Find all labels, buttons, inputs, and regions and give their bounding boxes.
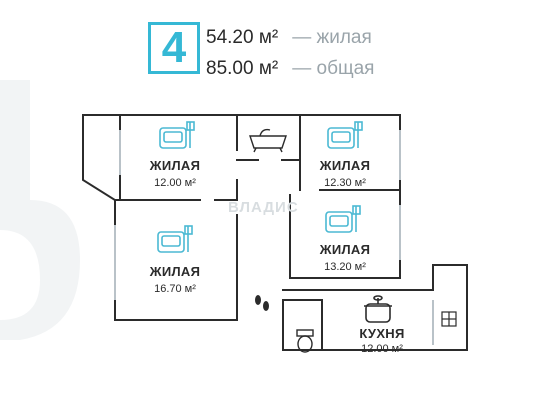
- cooking-pot-icon: [364, 295, 392, 323]
- rooms-count-badge: 4: [148, 22, 200, 74]
- room-1-area: 12.00 м²: [154, 177, 196, 189]
- armchair-lamp-icon: [325, 205, 361, 233]
- bathtub-icon: [249, 128, 287, 153]
- footprints-icon: [255, 295, 269, 311]
- bathroom-walls: [236, 114, 301, 161]
- total-area-caption: — общая: [292, 58, 375, 79]
- total-area-line: 85.00 м² — общая: [206, 58, 374, 80]
- apartment-summary: 4 54.20 м² — жилая 85.00 м² — общая: [0, 0, 552, 90]
- room-3-label: ЖИЛАЯ: [149, 264, 201, 279]
- watermark-logo: ВЛАДИС: [228, 199, 299, 216]
- living-area-value: 54.20 м²: [206, 27, 279, 48]
- window-icon: [441, 311, 457, 327]
- room-2-area: 12.30 м²: [324, 177, 366, 189]
- toilet-icon: [296, 329, 314, 353]
- kitchen-area: 12.00 м²: [361, 343, 403, 355]
- rooms-count: 4: [161, 23, 187, 72]
- room-2-label: ЖИЛАЯ: [319, 158, 371, 173]
- armchair-lamp-icon: [157, 225, 193, 253]
- room-4-label: ЖИЛАЯ: [319, 242, 371, 257]
- armchair-lamp-icon: [327, 121, 363, 149]
- room-4-area: 13.20 м²: [324, 261, 366, 273]
- room1-walls: [114, 114, 238, 201]
- wc-walls: [282, 299, 323, 351]
- balcony-wall: [82, 114, 121, 201]
- room2-walls: [299, 114, 401, 191]
- total-area-value: 85.00 м²: [206, 58, 279, 79]
- room-3-area: 16.70 м²: [154, 283, 196, 295]
- kitchen-label: КУХНЯ: [359, 326, 405, 341]
- room-1-label: ЖИЛАЯ: [149, 158, 201, 173]
- living-area-caption: — жилая: [292, 27, 372, 48]
- armchair-lamp-icon: [159, 121, 195, 149]
- living-area-line: 54.20 м² — жилая: [206, 27, 372, 49]
